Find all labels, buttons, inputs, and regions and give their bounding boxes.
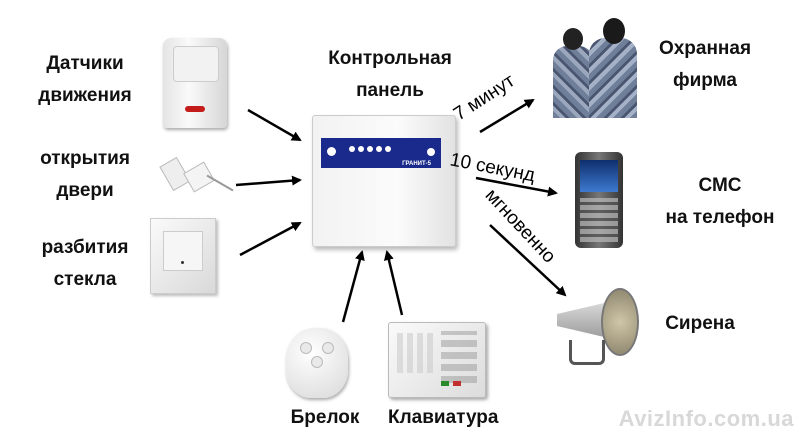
label-line: разбития — [41, 237, 129, 258]
arrow-door-to-panel — [235, 175, 302, 187]
keypad-label: Клавиатура — [388, 407, 499, 428]
arrow-keypad-to-panel — [383, 250, 404, 316]
arrow-panel-to-siren — [489, 224, 567, 297]
arrow-motion-to-panel — [247, 108, 302, 142]
label-line: стекла — [53, 269, 117, 290]
keyfob-image — [286, 328, 348, 398]
label-line: панель — [356, 80, 424, 101]
watermark: AvizInfo.com.ua — [618, 406, 794, 431]
arrow-panel-to-sms — [475, 176, 558, 197]
label-line: СМС — [698, 175, 742, 196]
label-line: Контрольная — [328, 48, 452, 69]
siren-label: Сирена — [665, 313, 735, 334]
label-line: Датчики — [46, 53, 124, 74]
label-line: открытия — [40, 148, 130, 169]
door-sensor-label: открытия двери — [20, 143, 150, 207]
siren-image — [553, 282, 643, 368]
security-guards-image — [545, 18, 640, 118]
control-panel-image: ГРАНИТ-5 — [312, 115, 456, 247]
panel-front-strip: ГРАНИТ-5 — [321, 138, 441, 168]
arrow-glass-to-panel — [239, 221, 302, 257]
keyfob-label: Брелок — [290, 407, 360, 428]
label-line: на телефон — [665, 207, 775, 228]
arrow-panel-to-security — [479, 98, 535, 134]
glass-sensor-label: разбития стекла — [20, 232, 150, 296]
label-line: движения — [38, 85, 132, 106]
arrow-keyfob-to-panel — [341, 250, 365, 323]
sms-label: СМС на телефон — [650, 170, 790, 234]
mobile-phone-image — [575, 152, 623, 248]
security-firm-label: Охранная фирма — [640, 33, 770, 97]
motion-sensor-image — [163, 38, 227, 128]
label-line: Охранная — [658, 38, 752, 59]
control-panel-label: Контрольная панель — [300, 43, 480, 107]
panel-model: ГРАНИТ-5 — [402, 161, 431, 167]
keypad-image — [388, 322, 486, 398]
glass-break-sensor-image — [150, 218, 216, 294]
label-line: фирма — [672, 70, 738, 91]
label-line: двери — [56, 180, 114, 201]
motion-sensor-label: Датчики движения — [20, 48, 150, 112]
